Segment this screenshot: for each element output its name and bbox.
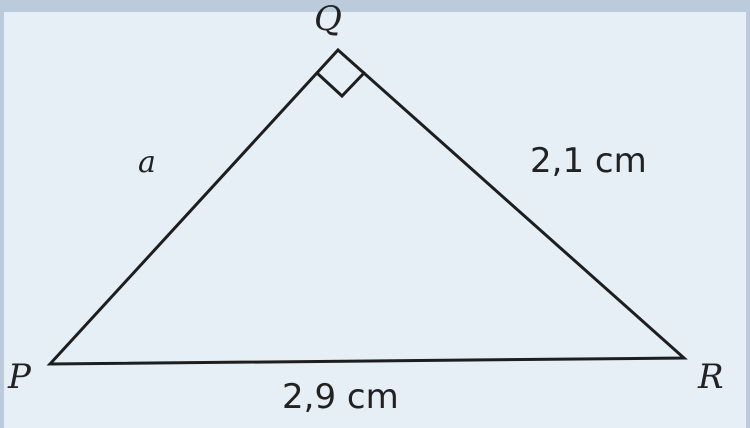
- side-label-pr: 2,9 cm: [282, 377, 399, 417]
- right-angle-marker: [315, 70, 367, 99]
- vertex-label-r: R: [697, 357, 724, 397]
- vertex-label-q: Q: [314, 0, 342, 39]
- triangle-pqr: [46, 47, 688, 366]
- vertex-label-p: P: [7, 357, 32, 397]
- side-label-pq: a: [138, 145, 156, 180]
- background-panel: [4, 12, 746, 428]
- side-label-qr: 2,1 cm: [530, 141, 647, 181]
